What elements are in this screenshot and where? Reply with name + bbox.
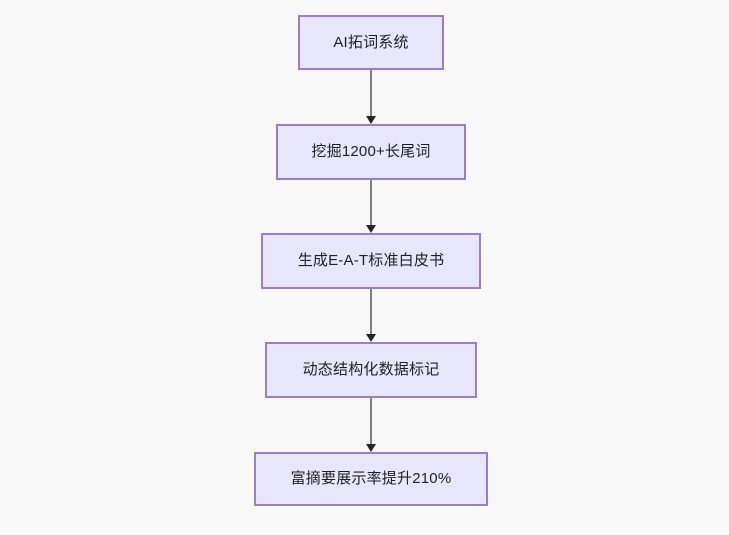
flow-node-1[interactable]: AI拓词系统 <box>298 15 444 70</box>
arrowhead-icon <box>366 225 376 233</box>
flow-node-label: 动态结构化数据标记 <box>302 361 440 378</box>
connector-line <box>370 398 372 445</box>
flow-node-5[interactable]: 富摘要展示率提升210% <box>254 452 488 506</box>
flow-connector-2 <box>363 180 379 233</box>
flow-connector-1 <box>363 70 379 124</box>
flow-node-4[interactable]: 动态结构化数据标记 <box>265 342 477 398</box>
flow-node-label: 挖掘1200+长尾词 <box>311 143 431 160</box>
flow-node-label: 生成E-A-T标准白皮书 <box>297 252 445 269</box>
connector-line <box>370 180 372 226</box>
connector-line <box>370 70 372 117</box>
connector-line <box>370 289 372 335</box>
arrowhead-icon <box>366 334 376 342</box>
flow-connector-4 <box>363 398 379 452</box>
flow-node-label: 富摘要展示率提升210% <box>290 470 452 487</box>
flow-connector-3 <box>363 289 379 342</box>
arrowhead-icon <box>366 444 376 452</box>
flow-node-2[interactable]: 挖掘1200+长尾词 <box>276 124 466 180</box>
arrowhead-icon <box>366 116 376 124</box>
flow-node-3[interactable]: 生成E-A-T标准白皮书 <box>261 233 481 289</box>
flow-node-label: AI拓词系统 <box>333 33 409 51</box>
